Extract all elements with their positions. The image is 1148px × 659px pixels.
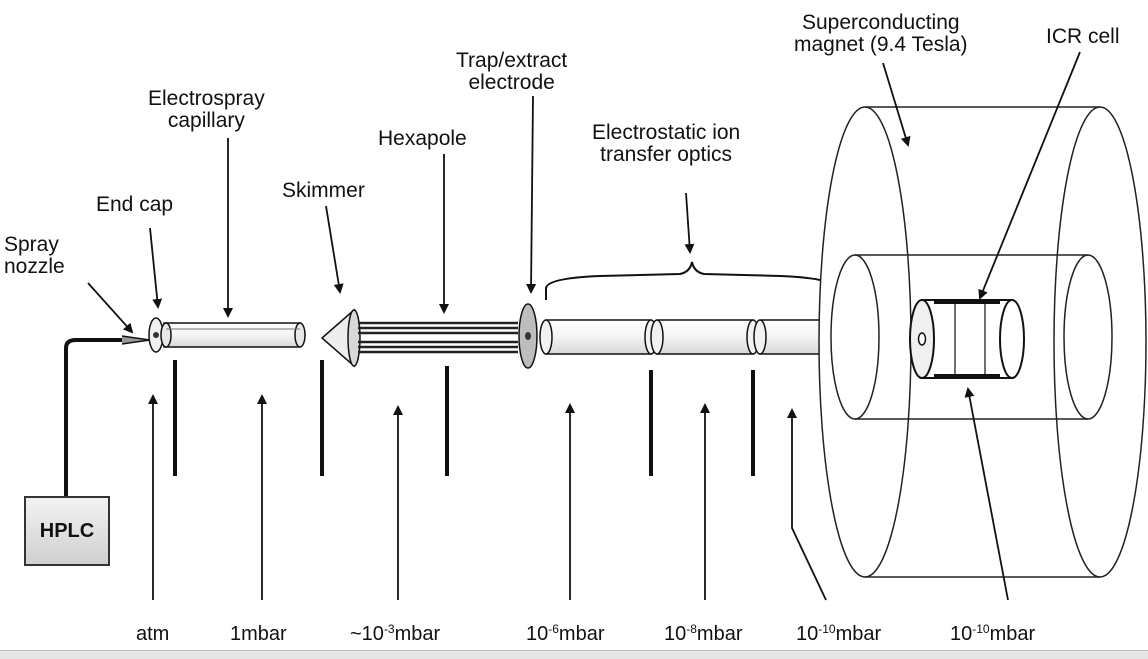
electrostatic-ion-transfer-optics [539, 319, 841, 355]
end-cap-text: End cap [96, 193, 174, 216]
pressure-4-exp: -6 [548, 622, 559, 636]
trap-extract-electrode [518, 303, 538, 369]
magnet-label: Superconducting magnet (9.4 Tesla) [794, 12, 968, 56]
electrospray-capillary-label: Electrospray capillary [148, 88, 265, 132]
pressure-1-base: atm [136, 623, 170, 645]
pressure-4-base: 10 [526, 623, 549, 645]
electrostatic-optics-label: Electrostatic ion transfer optics [592, 122, 740, 166]
pressure-3-exp: -3 [383, 622, 395, 636]
electrostatic-optics-text: Electrostatic ion transfer optics [592, 121, 741, 166]
pressure-partition-walls [173, 360, 755, 476]
pressure-6-base: 10 [796, 623, 819, 645]
magnet-text: Superconducting magnet (9.4 Tesla) [794, 11, 968, 56]
pressure-5-base: 10 [664, 623, 687, 645]
pressure-5-unit: mbar [696, 623, 743, 645]
pressure-6-exp: -10 [818, 622, 836, 636]
trap-extract-electrode-label: Trap/extract electrode [456, 50, 567, 94]
pressure-7-base: 10 [950, 623, 973, 645]
pressure-3-unit: mbar [394, 623, 441, 645]
hexapole [358, 321, 518, 354]
pressure-5-exp: -8 [686, 622, 697, 636]
bottom-edge [0, 650, 1148, 659]
pressure-6-unit: mbar [835, 623, 882, 645]
superconducting-magnet [818, 106, 1147, 578]
pressure-label-1e-10-b: 10-10mbar [950, 622, 1035, 646]
hplc-tube [64, 338, 140, 496]
skimmer-label: Skimmer [282, 180, 365, 202]
skimmer [320, 308, 361, 368]
pressure-3-base: ~10 [350, 623, 384, 645]
hplc-text: HPLC [39, 519, 95, 542]
hexapole-label: Hexapole [378, 128, 467, 150]
pressure-label-1e-3: ~10-3mbar [350, 622, 440, 646]
pressure-label-1e-6: 10-6mbar [526, 622, 605, 646]
icr-cell-text: ICR cell [1046, 25, 1120, 48]
electrospray-capillary [160, 322, 306, 348]
pressure-4-unit: mbar [558, 623, 605, 645]
hexapole-text: Hexapole [378, 127, 467, 150]
skimmer-text: Skimmer [282, 179, 365, 202]
pressure-label-1mbar: 1mbar [230, 622, 287, 646]
pressure-arrows [148, 387, 1009, 601]
spray-nozzle-text: Spray nozzle [4, 233, 65, 278]
component-arrows [87, 51, 1081, 334]
pressure-7-exp: -10 [972, 622, 990, 636]
optics-brace [545, 261, 837, 300]
pressure-label-atm: atm [136, 622, 169, 646]
icr-cell [909, 299, 1025, 379]
electrospray-capillary-text: Electrospray capillary [148, 87, 265, 132]
pressure-7-unit: mbar [989, 623, 1036, 645]
pressure-2-base: 1 [230, 623, 242, 645]
end-cap-label: End cap [96, 194, 173, 216]
spray-nozzle-label: Spray nozzle [4, 234, 65, 278]
icr-cell-label: ICR cell [1046, 26, 1120, 48]
pressure-2-unit: mbar [241, 623, 287, 645]
spray-nozzle [121, 335, 151, 345]
trap-extract-electrode-text: Trap/extract electrode [456, 49, 568, 94]
hplc-box: HPLC [24, 496, 110, 566]
pressure-label-1e-8: 10-8mbar [664, 622, 743, 646]
pressure-label-1e-10-a: 10-10mbar [796, 622, 881, 646]
